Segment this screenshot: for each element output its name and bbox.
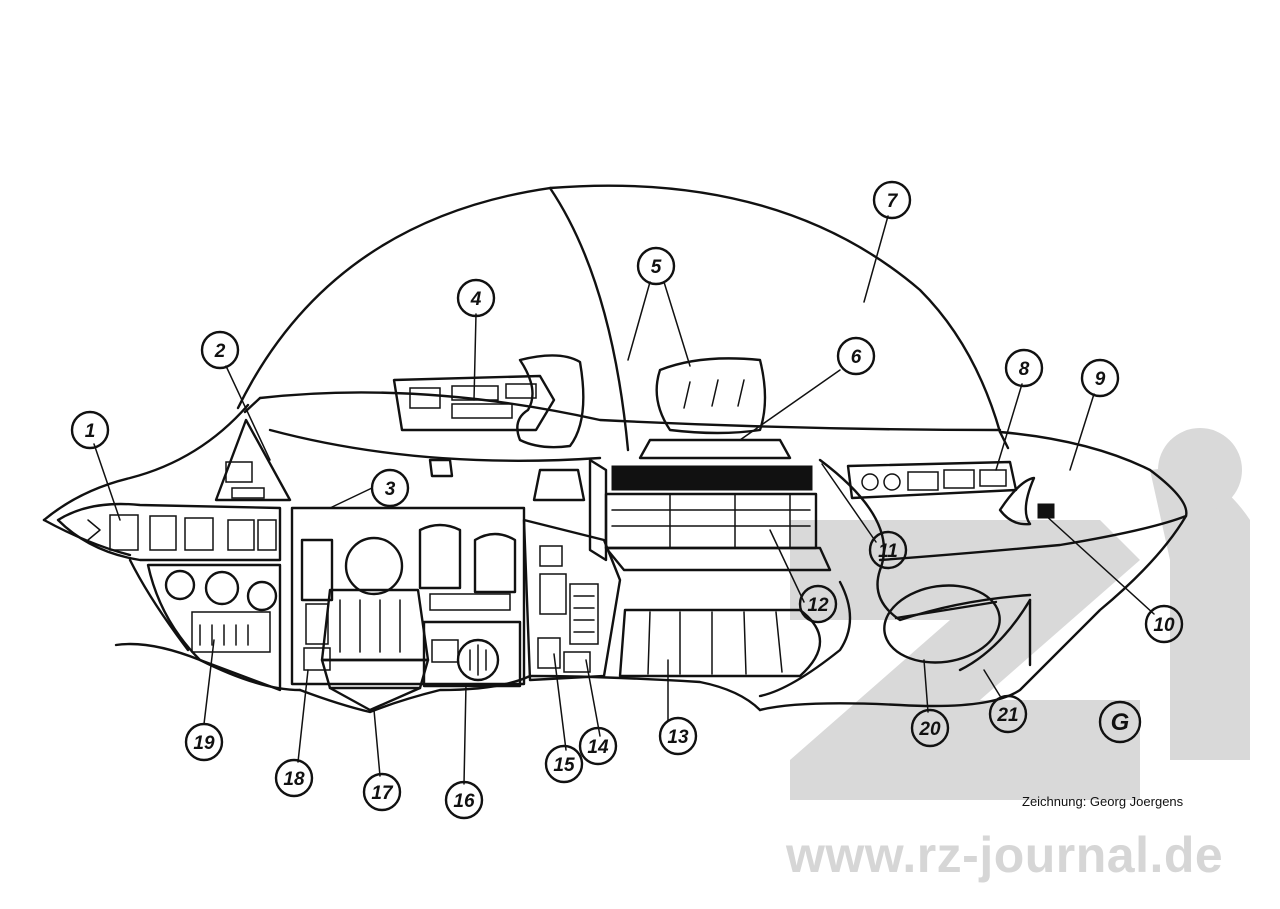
callout-8: 8: [1004, 348, 1044, 388]
device-10: [998, 476, 1055, 526]
callout-20-label: 20: [918, 719, 941, 740]
callout-18: 18: [274, 758, 314, 798]
bunk-storage: [588, 458, 832, 572]
callout-6-label: 6: [851, 347, 862, 368]
callout-21: 21: [988, 694, 1028, 734]
callout-7: 7: [872, 180, 912, 220]
callout-16: 16: [444, 780, 484, 820]
callout-8-label: 8: [1019, 359, 1030, 380]
callout-2-label: 2: [214, 341, 226, 362]
corner-mark-label: G: [1111, 709, 1130, 736]
callout-12-label: 12: [807, 595, 829, 616]
callout-18-label: 18: [283, 769, 305, 790]
callout-14: 14: [578, 726, 618, 766]
callout-10-label: 10: [1153, 615, 1175, 636]
callout-20: 20: [910, 708, 950, 748]
callout-leaders: [93, 215, 1155, 785]
corner-mark: G: [1098, 700, 1142, 744]
callout-1-label: 1: [85, 421, 96, 442]
callout-19-label: 19: [193, 733, 215, 754]
callout-4-label: 4: [470, 289, 482, 310]
watermark-site: www.rz-journal.de: [786, 827, 1224, 883]
callout-7-label: 7: [887, 191, 899, 212]
engine-bay: [290, 506, 526, 712]
callout-9-label: 9: [1095, 369, 1106, 390]
callout-13: 13: [658, 716, 698, 756]
left-lower-bay: [146, 563, 282, 692]
callout-1: 1: [70, 410, 110, 450]
callout-15-label: 15: [553, 755, 575, 776]
callout-2: 2: [200, 330, 240, 370]
callout-17-label: 17: [371, 783, 394, 804]
drawing-credit: Zeichnung: Georg Joergens: [1022, 794, 1184, 809]
callout-19: 19: [184, 722, 224, 762]
dashboard-4: [392, 374, 556, 478]
hull-window: [883, 584, 1001, 664]
callout-markers: 1 2 3 4 5 6 7 8 9 10 11 12 13 14 15 16 1…: [70, 180, 1184, 820]
console-8: [846, 460, 1018, 500]
nose-machinery: [56, 502, 282, 562]
callout-6: 6: [836, 336, 876, 376]
callout-17: 17: [362, 772, 402, 812]
callout-3-label: 3: [385, 479, 396, 500]
callout-14-label: 14: [587, 737, 609, 758]
callout-4: 4: [456, 278, 496, 318]
callout-13-label: 13: [667, 727, 689, 748]
callout-11-label: 11: [878, 541, 898, 562]
callout-12: 12: [798, 584, 838, 624]
callout-11: 11: [868, 530, 908, 570]
callout-21-label: 21: [996, 705, 1018, 726]
left-console: [214, 418, 292, 502]
callout-16-label: 16: [453, 791, 475, 812]
callout-15: 15: [544, 744, 584, 784]
callout-5-label: 5: [651, 257, 662, 278]
callout-9: 9: [1080, 358, 1120, 398]
pilot-seats: [516, 354, 792, 502]
callout-5: 5: [636, 246, 676, 286]
callout-10: 10: [1144, 604, 1184, 644]
canopy-dome: [236, 184, 1002, 452]
callout-3: 3: [370, 468, 410, 508]
